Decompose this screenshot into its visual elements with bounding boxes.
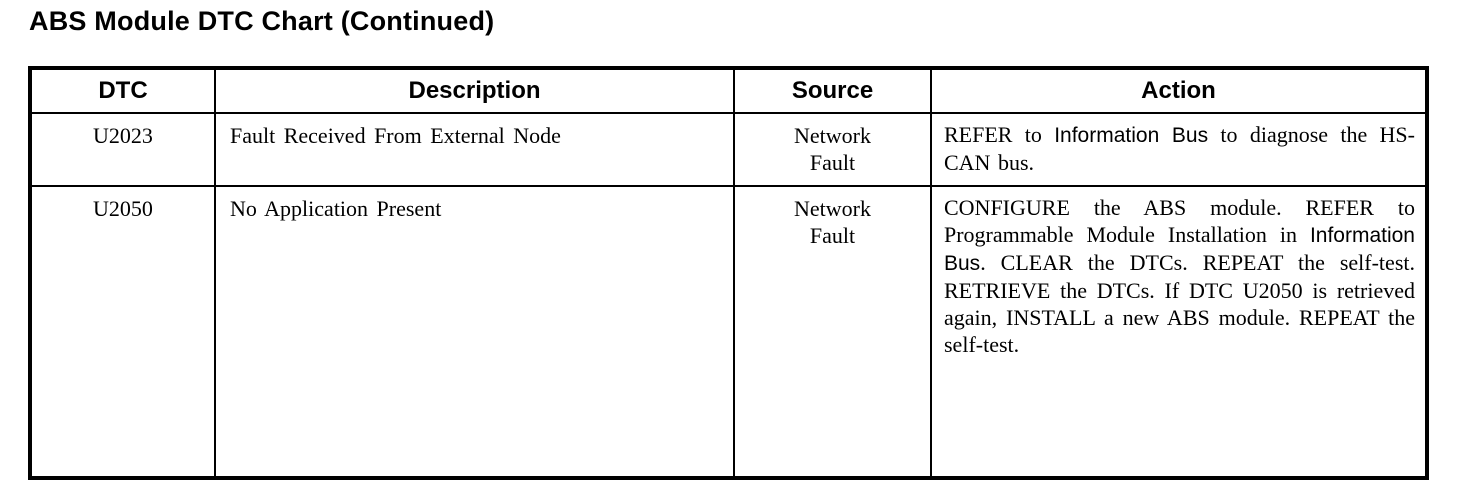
action-text: REFER to Information Bus to diagnose the… [944,121,1415,176]
action-text-segment: Information Bus [1054,124,1209,147]
table-row: U2050 No Application Present Network Fau… [29,185,1428,479]
dtc-table: DTC Description Source Action U2023 Faul… [28,66,1429,480]
column-header-action: Action [930,67,1428,114]
table-header-row: DTC Description Source Action [29,67,1428,114]
action-cell: CONFIGURE the ABS module. REFER to Progr… [930,185,1428,479]
dtc-code-cell: U2050 [29,185,216,479]
description-cell: No Application Present [214,185,735,479]
column-header-description: Description [214,67,735,114]
page-title: ABS Module DTC Chart (Continued) [29,6,495,36]
source-cell: Network Fault [733,185,932,479]
dtc-code-cell: U2023 [29,112,216,187]
action-cell: REFER to Information Bus to diagnose the… [930,112,1428,187]
table-row: U2023 Fault Received From External Node … [29,112,1428,187]
column-header-dtc: DTC [29,67,216,114]
action-text-segment: CONFIGURE the ABS module. REFER to Progr… [944,195,1415,247]
action-text-segment: . CLEAR the DTCs. REPEAT the self-test. … [944,250,1415,357]
action-text: CONFIGURE the ABS module. REFER to Progr… [944,194,1415,358]
action-text-segment: REFER to [944,122,1055,147]
action-text-segment: to diagnose the HS-CAN bus. [944,122,1415,175]
description-cell: Fault Received From External Node [214,112,735,187]
action-text-segment: Information Bus [944,224,1415,275]
column-header-source: Source [733,67,932,114]
source-cell: Network Fault [733,112,932,187]
